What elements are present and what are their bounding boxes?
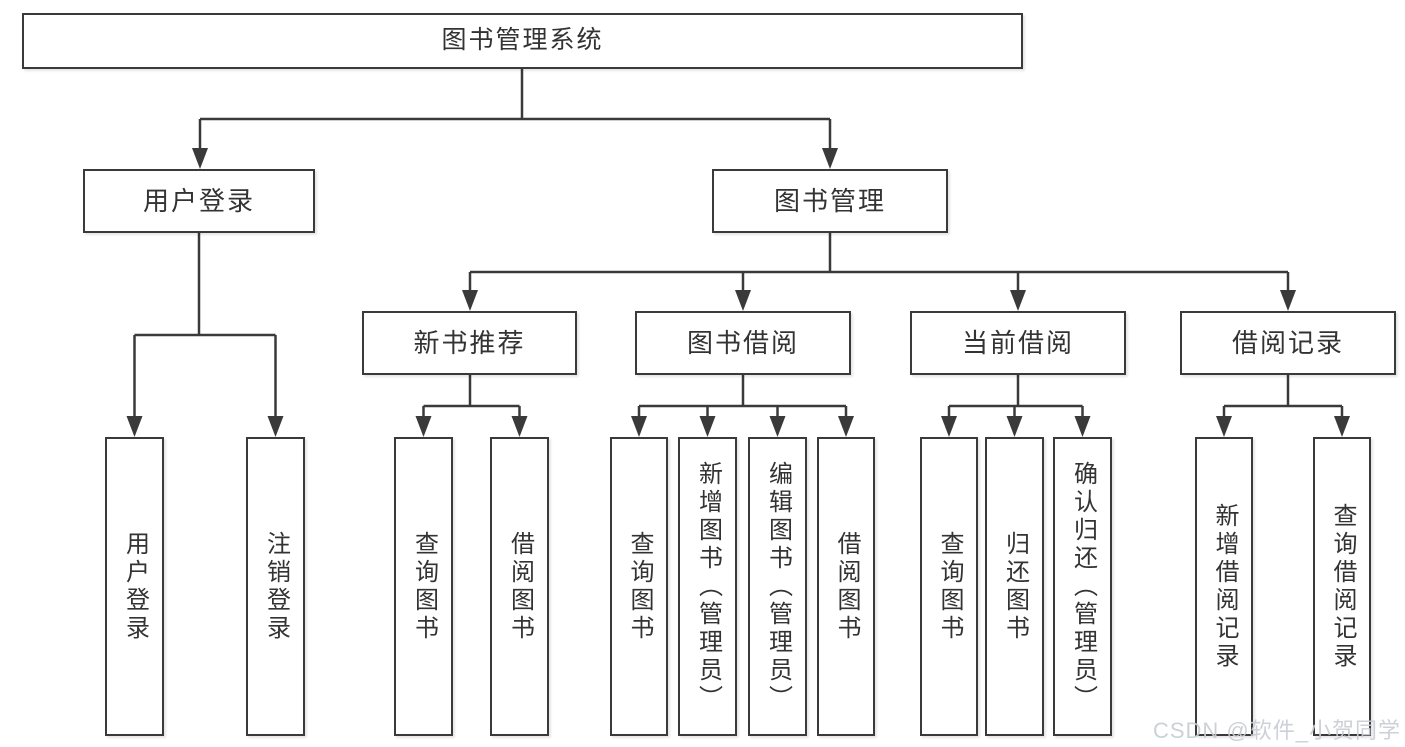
node-new-book-recommendation: 新书推荐 — [362, 311, 577, 375]
leaf-search-borrowing-record: 查询借阅记录 — [1313, 437, 1371, 736]
leaf-return-books: 归还图书 — [985, 437, 1044, 736]
leaf-search-books-3: 查询图书 — [920, 437, 978, 736]
leaf-add-books-admin: 新增图书（管理员） — [678, 437, 737, 736]
node-book-management: 图书管理 — [712, 169, 948, 233]
node-borrowing-records: 借阅记录 — [1180, 311, 1396, 375]
node-user-login: 用户登录 — [83, 169, 315, 233]
node-current-borrowing: 当前借阅 — [910, 311, 1126, 375]
csdn-watermark: CSDN @软件_小贺同学 — [1152, 718, 1401, 743]
node-library-management-system: 图书管理系统 — [22, 13, 1023, 69]
leaf-search-books-2: 查询图书 — [610, 437, 668, 736]
leaf-borrow-books-2: 借阅图书 — [817, 437, 875, 736]
leaf-confirm-return-admin: 确认归还（管理员） — [1053, 437, 1112, 736]
leaf-add-borrowing-record: 新增借阅记录 — [1195, 437, 1253, 736]
leaf-user-login: 用户登录 — [105, 437, 164, 736]
leaf-logout: 注销登录 — [246, 437, 305, 736]
leaf-search-books-1: 查询图书 — [394, 437, 453, 736]
leaf-edit-books-admin: 编辑图书（管理员） — [748, 437, 807, 736]
node-book-borrowing: 图书借阅 — [635, 311, 851, 375]
tree-connectors — [133, 69, 1344, 419]
leaf-borrow-books-1: 借阅图书 — [490, 437, 549, 736]
